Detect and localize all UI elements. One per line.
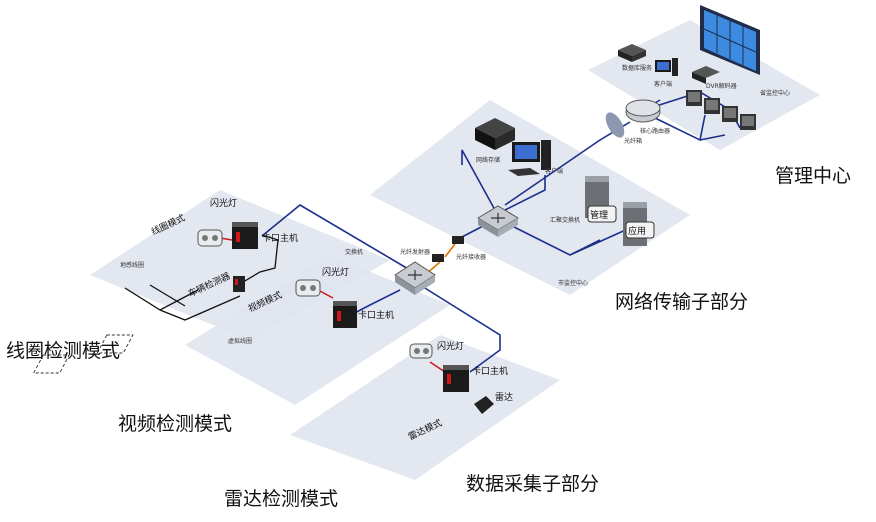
- flash-lamp-icon-2: [295, 279, 321, 297]
- access-switch-icon: [394, 261, 436, 295]
- link-fiber-rx-to-agg: [459, 224, 486, 239]
- management-center-title: 管理中心: [775, 165, 851, 187]
- checkpoint-host-icon-2: [333, 301, 357, 328]
- coil-ground-label: 地感线圈: [120, 261, 144, 269]
- decoder-label: DVR解码器: [706, 82, 737, 90]
- host2-label: 卡口主机: [358, 309, 394, 321]
- aggregation-switch-icon: [477, 205, 519, 237]
- core-router-icon: [625, 99, 661, 123]
- fiber-receiver-icon: [452, 236, 464, 244]
- checkpoint-host-icon-1: [232, 222, 258, 249]
- core-switch-label: 核心路由器: [640, 127, 670, 135]
- app-badge: [625, 221, 655, 239]
- radar-mode-plate: [290, 335, 560, 480]
- flash1-label: 闪光灯: [210, 197, 237, 209]
- monitor-bank-icon: [686, 90, 756, 130]
- photo-cabinet-label: 光纤箱: [624, 137, 642, 145]
- radar-icon: [474, 396, 494, 414]
- radar-label: 雷达: [495, 391, 513, 403]
- link-switch-to-radar: [419, 284, 501, 373]
- manage-badge-label: 管理: [590, 209, 608, 221]
- switch-small-label: 交换机: [345, 248, 363, 256]
- link-coil-to-switch: [261, 204, 411, 271]
- mgmt-server-label: 数据库服务: [622, 64, 652, 72]
- decoder-icon: [692, 66, 720, 84]
- link-core-to-dvr: [654, 114, 726, 142]
- video-wall-icon: [700, 5, 760, 75]
- coil-mode-title: 线圈检测模式: [6, 340, 120, 362]
- manage-badge: [587, 205, 617, 223]
- data-collection-title: 数据采集子部分: [466, 473, 599, 495]
- optical-cabinet-icon: [605, 112, 625, 138]
- client-label: 客户端: [545, 167, 563, 175]
- fiber-rx-label: 光纤接收器: [456, 253, 486, 261]
- network-storage-icon: [475, 118, 515, 150]
- video-mode-title: 视频检测模式: [118, 413, 232, 435]
- database-server-icon: [618, 44, 646, 62]
- vehicle-detector-icon: [233, 276, 245, 292]
- radar-mode-title: 雷达检测模式: [224, 488, 338, 510]
- mgmt-client-icon: [655, 58, 678, 76]
- video-mode-plate: [185, 255, 450, 405]
- virtual-coil-label: 虚拟线圈: [228, 337, 252, 345]
- checkpoint-host-icon-3: [443, 365, 469, 392]
- flash3-label: 闪光灯: [437, 340, 464, 352]
- host3-label: 卡口主机: [472, 365, 508, 377]
- link-fiber-tx-to-rx: [444, 243, 456, 258]
- link-agg-to-client: [504, 175, 546, 211]
- flash-lamp-icon-1: [197, 229, 223, 247]
- flash-lamp-icon-3: [409, 343, 433, 359]
- agg-switch-label: 汇聚交换机: [550, 216, 580, 224]
- fiber-tx-label: 光纤发射器: [400, 248, 430, 256]
- center-label: 省监控中心: [760, 89, 790, 97]
- virtual-coil-2: [96, 334, 134, 354]
- client-computer-icon: [508, 140, 551, 176]
- virtual-coil-1: [32, 354, 71, 374]
- app-badge-label: 应用: [628, 225, 646, 237]
- city-center-label: 市监控中心: [558, 279, 588, 287]
- coil-wiring: [124, 234, 279, 321]
- flash2-label: 闪光灯: [322, 266, 349, 278]
- network-transport-title: 网络传输子部分: [615, 291, 748, 313]
- fiber-transmitter-icon: [432, 254, 444, 262]
- link-agg-to-storage: [461, 149, 496, 211]
- client2-label: 客户端: [654, 80, 672, 88]
- power-flash3: [429, 361, 446, 373]
- net-storage-label: 网络存储: [476, 156, 500, 164]
- link-agg-to-servers: [509, 224, 631, 256]
- host1-label: 卡口主机: [262, 232, 298, 244]
